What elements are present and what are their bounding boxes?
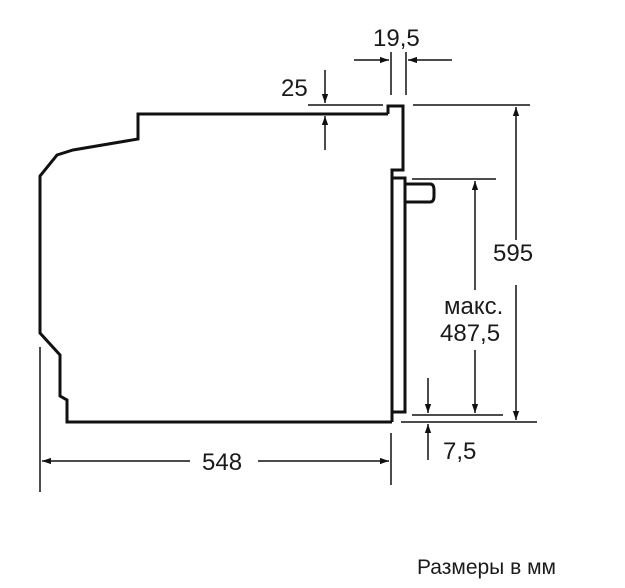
dim-max-height-label: 487,5: [440, 320, 501, 347]
dim-height-label: 595: [493, 240, 534, 267]
dim-door-thickness-label: 19,5: [373, 25, 420, 52]
door-panel-front: [390, 170, 407, 414]
oven-body-outline: [38, 112, 388, 424]
units-caption: Размеры в мм: [417, 556, 556, 579]
door-handle: [405, 182, 436, 204]
dim-top-offset-label: 25: [281, 75, 308, 102]
dim-depth-label: 548: [202, 449, 243, 476]
door-panel-upper: [386, 104, 405, 422]
dim-bottom-offset-label: 7,5: [443, 438, 477, 465]
dim-max-label: макс.: [444, 293, 504, 320]
